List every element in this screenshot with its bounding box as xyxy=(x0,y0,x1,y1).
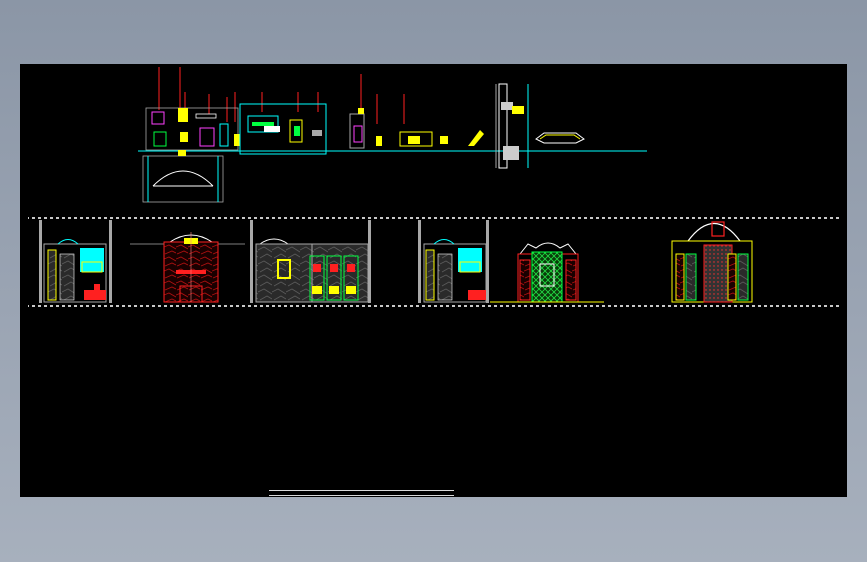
elevation-f xyxy=(671,221,753,303)
elevation-d xyxy=(423,239,487,303)
elevation-e xyxy=(490,242,604,303)
elevation-c xyxy=(255,238,369,303)
elevation-section-band xyxy=(28,216,839,307)
cad-drawing[interactable] xyxy=(20,64,847,497)
horizontal-scrollbar[interactable] xyxy=(269,490,454,496)
detail-drawings-row xyxy=(138,67,647,203)
drawing-viewport[interactable] xyxy=(20,64,847,497)
elevation-a xyxy=(43,239,107,303)
elevation-b xyxy=(163,232,219,303)
